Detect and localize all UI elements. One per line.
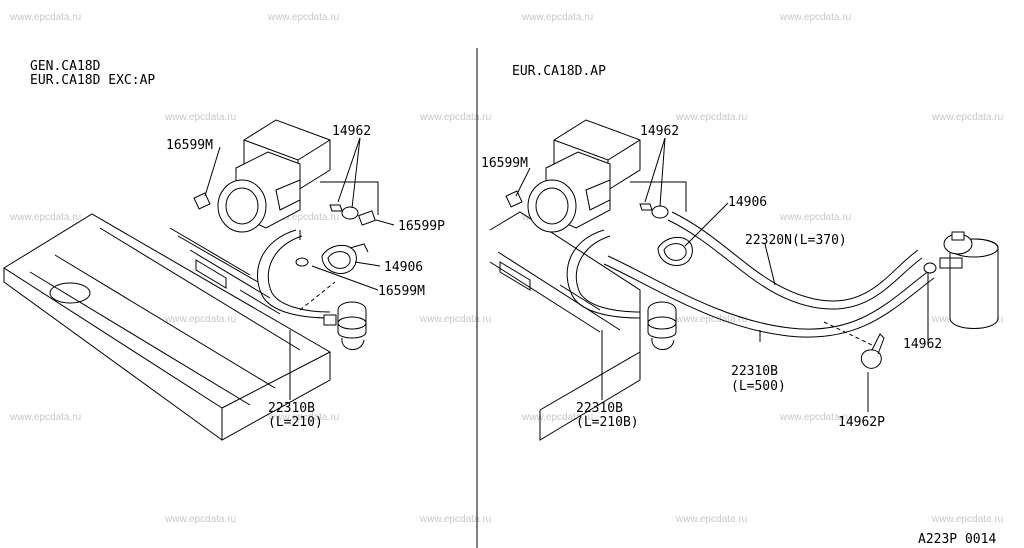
label-14962: 14962 xyxy=(332,124,371,139)
watermark: www.epcdata.ru xyxy=(9,412,81,423)
watermark: www.epcdata.ru xyxy=(419,112,491,123)
label-14962-right-top: 14962 xyxy=(640,124,679,139)
watermark: www.epcdata.ru xyxy=(675,314,747,325)
hose-22310b-left xyxy=(257,229,336,319)
label-14906: 14906 xyxy=(384,260,423,275)
watermark: www.epcdata.ru xyxy=(9,12,81,23)
label-22310b-length: (L=210) xyxy=(268,415,323,430)
left-heading-line1: GEN.CA18D xyxy=(30,59,101,74)
valve-right xyxy=(647,301,677,350)
throttle-body-drawing-right xyxy=(527,119,687,233)
valve-left xyxy=(323,301,367,350)
canister-drawing xyxy=(923,231,999,329)
fittings-drawing-right xyxy=(505,190,693,266)
watermark: www.epcdata.ru xyxy=(419,314,491,325)
watermark: www.epcdata.ru xyxy=(521,12,593,23)
label-22310b-right: 22310B xyxy=(576,401,623,416)
engine-cover-drawing xyxy=(3,213,331,441)
label-16599m-right: 16599M xyxy=(481,156,528,171)
watermark: www.epcdata.ru xyxy=(164,514,236,525)
label-22310b-mid: 22310B xyxy=(731,364,778,379)
label-22320n: 22320N(L=370) xyxy=(745,233,847,248)
figure-code: A223P 0014 xyxy=(918,532,996,547)
watermark: www.epcdata.ru xyxy=(931,112,1003,123)
watermark: www.epcdata.ru xyxy=(267,212,339,223)
watermark: www.epcdata.ru xyxy=(267,412,339,423)
watermark: www.epcdata.ru xyxy=(779,12,851,23)
left-heading-line2: EUR.CA18D EXC:AP xyxy=(30,73,155,88)
right-leader-lines xyxy=(515,137,929,412)
watermark: www.epcdata.ru xyxy=(521,412,593,423)
watermark: www.epcdata.ru xyxy=(779,212,851,223)
right-panel: EUR.CA18D.AP xyxy=(481,64,999,441)
label-22310b: 22310B xyxy=(268,401,315,416)
engine-cover-drawing-right xyxy=(489,211,641,441)
label-14962p: 14962P xyxy=(838,415,885,430)
watermark: www.epcdata.ru xyxy=(419,514,491,525)
label-16599p: 16599P xyxy=(398,219,445,234)
clip-14962p xyxy=(860,333,885,369)
label-14906-right: 14906 xyxy=(728,195,767,210)
hose-22320n xyxy=(667,211,923,310)
label-22310b-mid-length: (L=500) xyxy=(731,379,786,394)
hose-22310b-right xyxy=(566,229,641,319)
watermark: www.epcdata.ru xyxy=(931,514,1003,525)
label-16599m-bottom: 16599M xyxy=(378,284,425,299)
label-22310b-right-length: (L=210B) xyxy=(576,415,639,430)
throttle-body-drawing xyxy=(217,119,379,233)
left-panel: GEN.CA18D EUR.CA18D EXC:AP xyxy=(3,59,445,441)
hose-22310b-long xyxy=(603,255,935,346)
watermark: www.epcdata.ru xyxy=(675,112,747,123)
left-leader-lines xyxy=(204,137,395,400)
label-14962-right: 14962 xyxy=(903,337,942,352)
watermark: www.epcdata.ru xyxy=(164,314,236,325)
label-16599m: 16599M xyxy=(166,138,213,153)
watermark-layer: www.epcdata.ru www.epcdata.ru www.epcdat… xyxy=(9,12,1003,525)
watermark: www.epcdata.ru xyxy=(675,514,747,525)
right-heading: EUR.CA18D.AP xyxy=(512,64,606,79)
watermark: www.epcdata.ru xyxy=(9,212,81,223)
watermark: www.epcdata.ru xyxy=(267,12,339,23)
watermark: www.epcdata.ru xyxy=(164,112,236,123)
fittings-drawing xyxy=(193,192,376,274)
watermark: www.epcdata.ru xyxy=(779,412,851,423)
